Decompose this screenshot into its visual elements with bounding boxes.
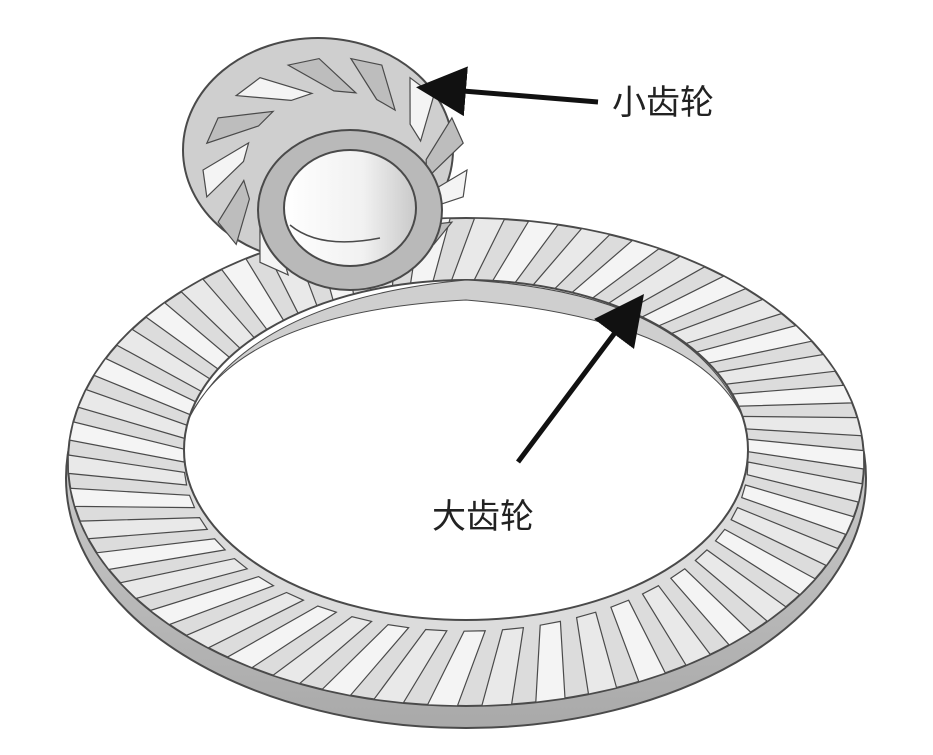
ring-gear-tooth [67,454,188,486]
pinion-bore-inner-edge [289,224,381,243]
arrow-icon [516,294,644,464]
pinion-tooth [349,57,397,112]
ring-gear-tooth [746,461,864,503]
pinion-tooth [234,77,314,102]
pinion-tooth [205,110,275,145]
ring-gear-tooth [78,516,209,540]
ring-gear-tooth [740,484,855,536]
ring-gear [65,217,867,729]
ring-gear-tooth [730,506,839,567]
ring-gear-label: 大齿轮 [432,497,534,537]
ring-gear-tooth [271,616,373,685]
ring-gear-tooth [426,630,487,707]
ring-gear-tooth [69,487,196,509]
pinion-gear [182,37,468,291]
ring-gear-tooth [95,538,227,571]
ring-gear-tooth [535,620,566,703]
ring-gear-tooth [184,591,305,649]
ring-gear-tooth [320,623,410,697]
ring-gear-tooth [669,568,752,646]
ring-gear-tooth [148,575,275,626]
arrow-icon [416,66,599,117]
ring-gear-tooth [575,611,618,695]
ring-gear-tooth [694,549,788,623]
pinion-tooth [286,57,358,94]
ring-gear-tooth [372,628,448,704]
pinion-bore [283,149,417,267]
ring-gear-tooth [641,584,712,667]
ring-gear-tooth [610,599,667,683]
pinion-tooth [202,141,250,199]
ring-gear-tooth [118,557,249,600]
pinion-tooth [217,179,251,246]
ring-gear-tooth [225,605,338,669]
ring-gear-tooth [481,627,525,707]
pinion-label: 小齿轮 [612,83,714,123]
ring-gear-tooth [714,528,817,596]
